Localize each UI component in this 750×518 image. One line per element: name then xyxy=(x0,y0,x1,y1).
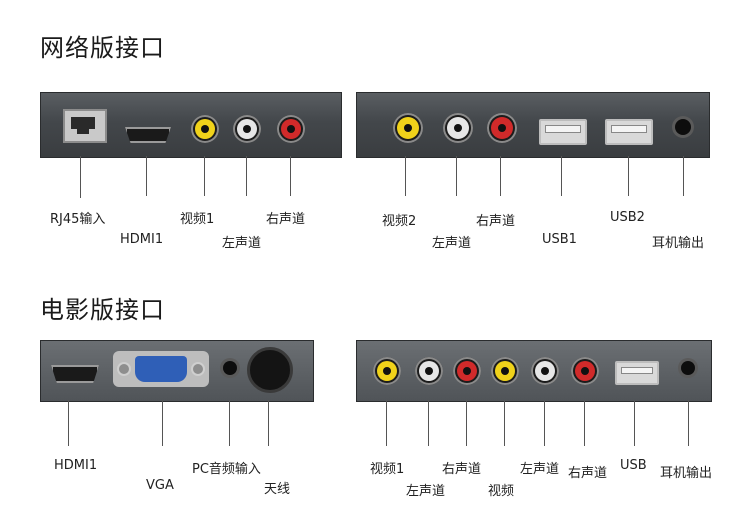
label-right-channel: 右声道 xyxy=(266,212,306,227)
label-rj45-input: RJ45输入 xyxy=(50,212,106,227)
label-left-channel: 左声道 xyxy=(520,462,560,477)
label-hdmi1: HDMI1 xyxy=(120,232,164,247)
hdmi-port-icon xyxy=(125,127,171,143)
label-usb2: USB2 xyxy=(610,210,645,225)
usb2-port-icon xyxy=(605,119,653,145)
usb-port-icon xyxy=(615,361,659,385)
label-usb1: USB1 xyxy=(542,232,577,247)
label-video2: 视频2 xyxy=(382,214,417,229)
label-video1: 视频1 xyxy=(370,462,405,477)
label-video1: 视频1 xyxy=(180,212,215,227)
rca-red-jack-icon xyxy=(487,113,517,143)
rca-yellow-jack-icon xyxy=(491,357,519,385)
rj45-port-icon xyxy=(63,109,107,143)
rca-yellow-jack-icon xyxy=(191,115,219,143)
rca-white-jack-icon xyxy=(443,113,473,143)
rca-yellow-jack-icon xyxy=(393,113,423,143)
label-left-channel: 左声道 xyxy=(222,236,262,251)
label-headphone-output: 耳机输出 xyxy=(660,466,713,481)
label-headphone-output: 耳机输出 xyxy=(652,236,705,251)
pc-audio-jack-icon xyxy=(223,361,237,375)
rca-white-jack-icon xyxy=(233,115,261,143)
network-left-panel xyxy=(40,92,342,158)
movie-version-title: 电影版接口 xyxy=(40,296,165,324)
label-right-channel: 右声道 xyxy=(568,466,608,481)
label-right-channel: 右声道 xyxy=(442,462,482,477)
rca-red-jack-icon xyxy=(277,115,305,143)
label-hdmi1: HDMI1 xyxy=(54,458,98,473)
vga-port-icon xyxy=(113,351,209,387)
label-left-channel: 左声道 xyxy=(406,484,446,499)
label-left-channel: 左声道 xyxy=(432,236,472,251)
label-antenna: 天线 xyxy=(264,482,291,497)
rca-red-jack-icon xyxy=(571,357,599,385)
network-right-panel xyxy=(356,92,710,158)
usb1-port-icon xyxy=(539,119,587,145)
network-version-title: 网络版接口 xyxy=(40,34,165,62)
hdmi-port-icon xyxy=(51,365,99,383)
movie-left-panel xyxy=(40,340,314,402)
rca-white-jack-icon xyxy=(531,357,559,385)
antenna-port-icon xyxy=(247,347,293,393)
label-video: 视频 xyxy=(488,484,515,499)
headphone-jack-icon xyxy=(681,361,695,375)
label-usb: USB xyxy=(620,458,647,473)
rca-red-jack-icon xyxy=(453,357,481,385)
label-right-channel: 右声道 xyxy=(476,214,516,229)
headphone-jack-icon xyxy=(675,119,691,135)
movie-right-panel xyxy=(356,340,712,402)
label-vga: VGA xyxy=(146,478,174,493)
rca-yellow-jack-icon xyxy=(373,357,401,385)
rca-white-jack-icon xyxy=(415,357,443,385)
label-pc-audio-input: PC音频输入 xyxy=(192,462,261,477)
